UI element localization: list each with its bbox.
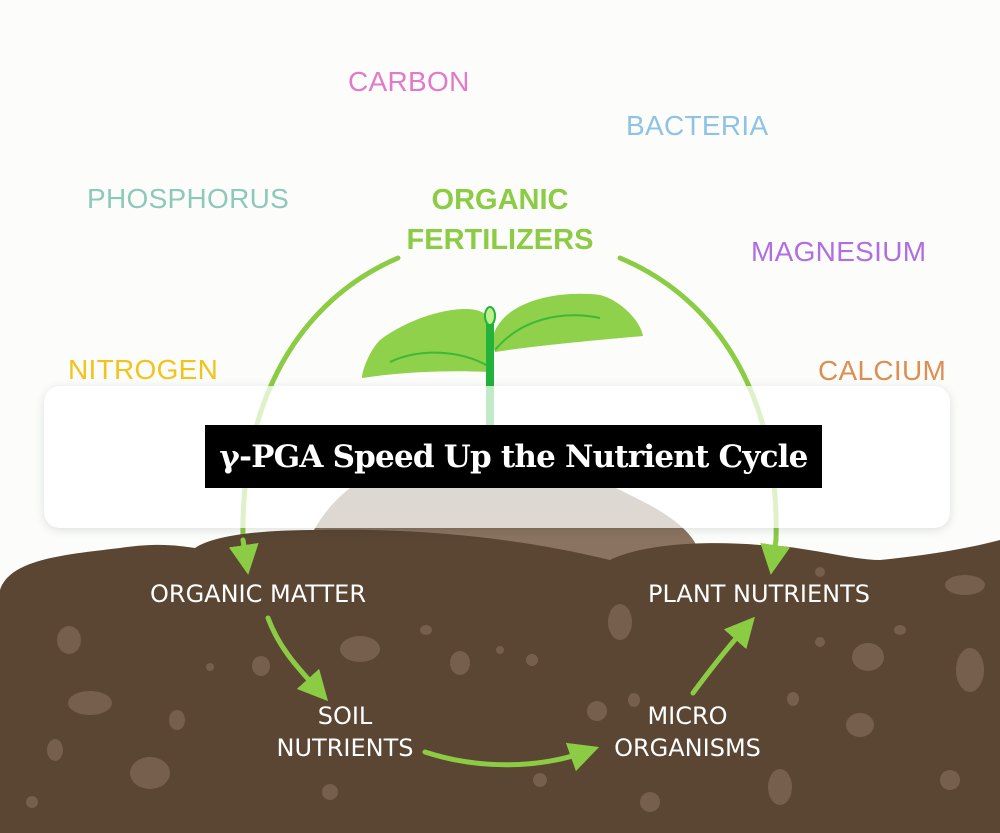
label-nitrogen: NITROGEN — [68, 354, 219, 385]
label-calcium: CALCIUM — [818, 355, 947, 386]
label-magnesium: MAGNESIUM — [751, 236, 927, 267]
organic-fertilizers-label: ORGANIC FERTILIZERS — [360, 180, 640, 260]
soil-spots — [26, 567, 985, 812]
label-carbon: CARBON — [348, 66, 470, 97]
stage-micro-organisms: MICRO ORGANISMS — [605, 700, 770, 764]
stage-soil-nutrients-line2: NUTRIENTS — [276, 734, 414, 762]
stage-soil-nutrients-line1: SOIL — [317, 702, 373, 730]
stage-plant-nutrients: PLANT NUTRIENTS — [648, 580, 870, 608]
soil-ground — [0, 529, 1000, 833]
stage-micro-organisms-line2: ORGANISMS — [614, 734, 761, 762]
label-bacteria: BACTERIA — [626, 110, 769, 141]
sprout-plant-icon — [362, 293, 643, 428]
label-phosphorus: PHOSPHORUS — [87, 183, 290, 214]
title-banner: γ-PGA Speed Up the Nutrient Cycle — [205, 425, 822, 488]
stage-organic-matter: ORGANIC MATTER — [150, 580, 366, 608]
cycle-arrows — [228, 537, 791, 772]
organic-fertilizers-line2: FERTILIZERS — [406, 224, 594, 256]
stage-micro-organisms-line1: MICRO — [647, 702, 728, 730]
stage-soil-nutrients: SOIL NUTRIENTS — [270, 700, 420, 764]
organic-fertilizers-line1: ORGANIC — [431, 184, 569, 216]
page-title: γ-PGA Speed Up the Nutrient Cycle — [219, 438, 808, 475]
